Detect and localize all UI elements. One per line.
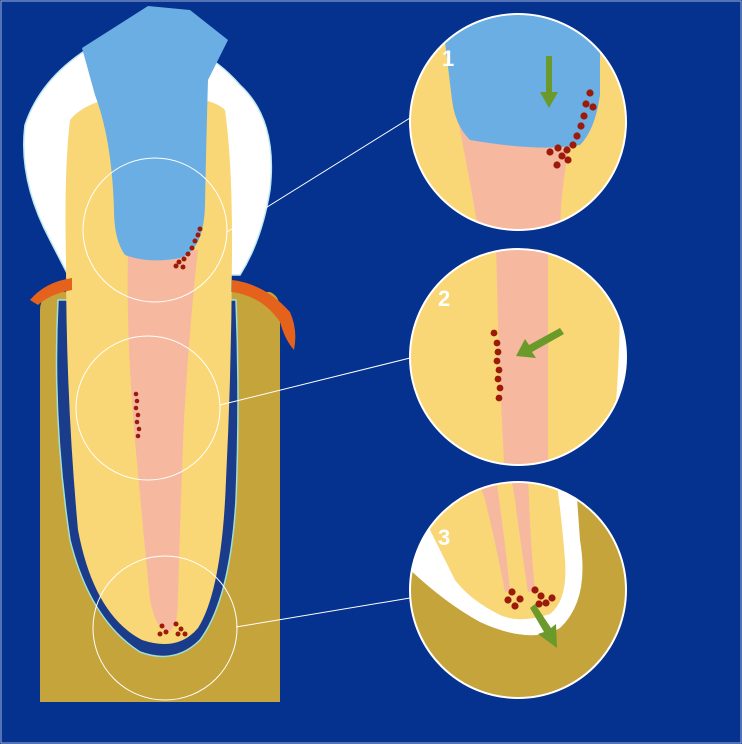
zoom-panel-2: 2 — [400, 240, 640, 480]
zoom-panel-3: 3 — [400, 470, 640, 710]
zoom-panel-1: 1 — [400, 0, 640, 240]
panel-label-2: 2 — [438, 286, 450, 311]
panel-label-3: 3 — [438, 525, 450, 550]
panel-label-1: 1 — [442, 46, 454, 71]
